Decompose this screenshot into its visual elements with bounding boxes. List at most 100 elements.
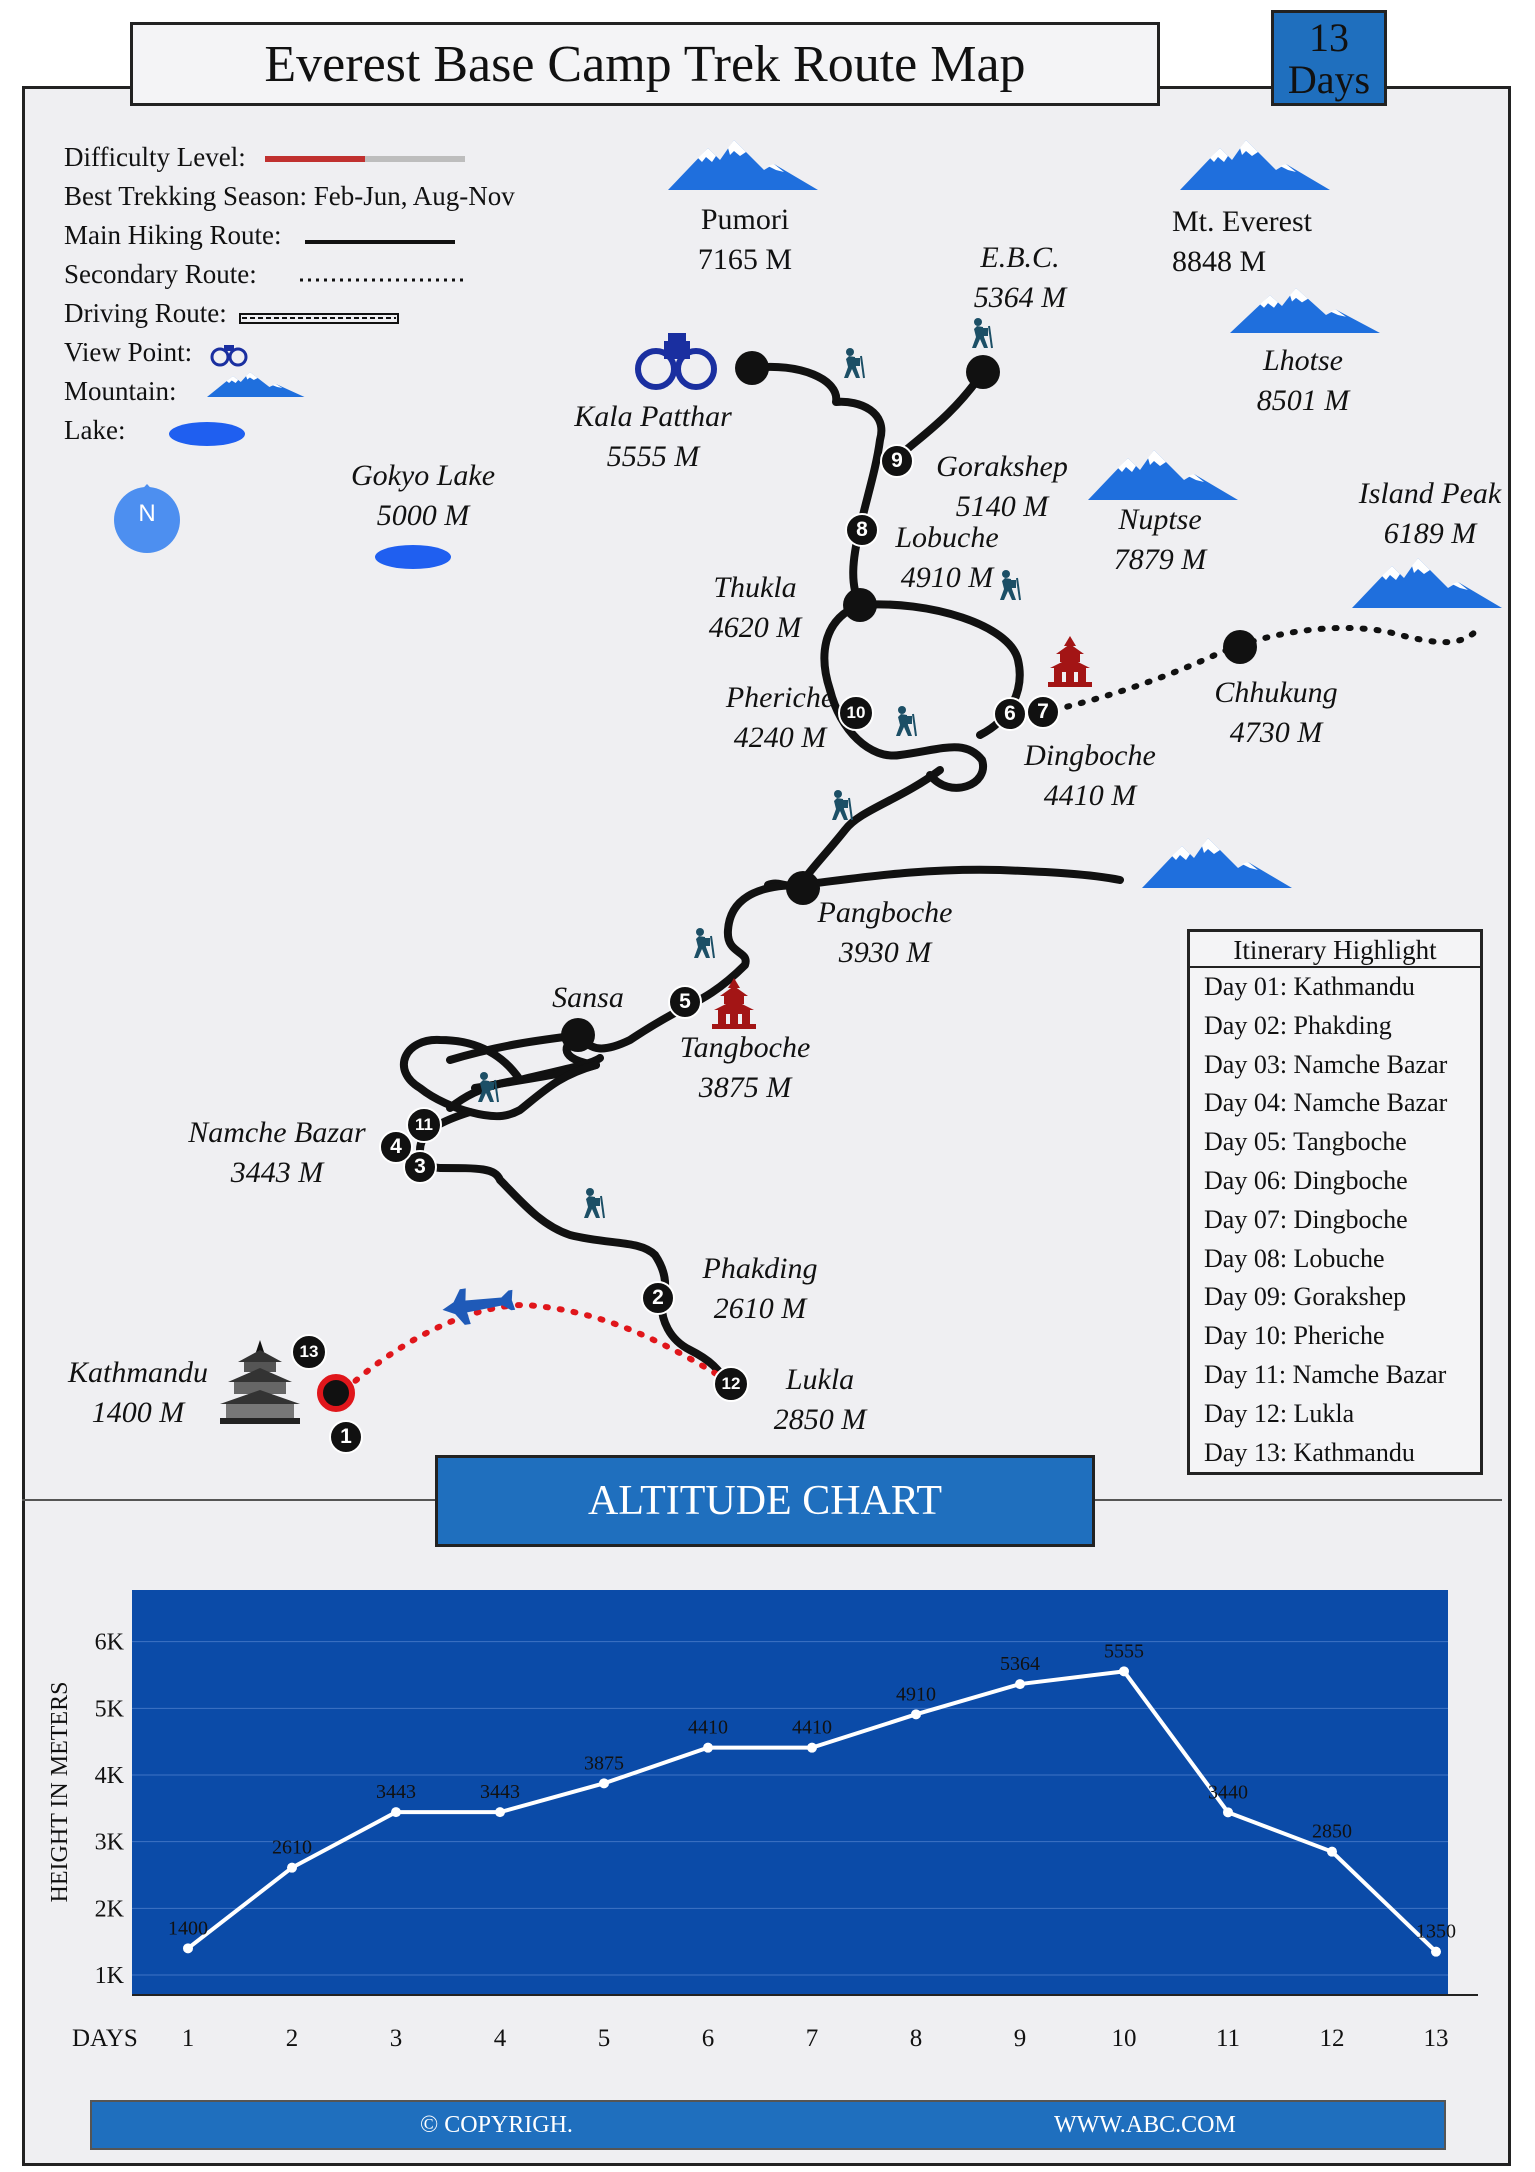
itinerary-item: Day 02: Phakding bbox=[1190, 1007, 1480, 1046]
altitude-data-label: 5364 bbox=[1000, 1653, 1040, 1675]
secondary-route-chhukung bbox=[1037, 625, 1478, 716]
itinerary-item: Day 01: Kathmandu bbox=[1190, 968, 1480, 1007]
chart-x-tick: 2 bbox=[286, 2025, 299, 2052]
altitude-point bbox=[287, 1862, 297, 1873]
altitude-data-label: 4410 bbox=[792, 1717, 832, 1739]
chart-x-tick: 4 bbox=[494, 2025, 507, 2052]
difficulty-bar bbox=[265, 156, 465, 162]
itinerary-place: Pheriche bbox=[1293, 1321, 1385, 1351]
legend-secondary-route: Secondary Route: bbox=[64, 259, 257, 289]
footer-bar: © COPYRIGH. WWW.ABC.COM bbox=[90, 2100, 1446, 2150]
itinerary-place: Dingboche bbox=[1293, 1204, 1408, 1234]
chart-x-tick: 13 bbox=[1424, 2025, 1449, 2052]
stop-marker-13: 13 bbox=[291, 1334, 327, 1370]
altitude-point bbox=[703, 1742, 713, 1753]
chart-y-tick: 2K bbox=[95, 1896, 125, 1922]
itinerary-item: Day 04: Namche Bazar bbox=[1190, 1084, 1480, 1123]
ebc-node bbox=[966, 355, 1000, 389]
altitude-data-label: 1400 bbox=[168, 1917, 208, 1939]
chart-x-tick: 9 bbox=[1014, 2025, 1027, 2052]
itinerary-item: Day 10: Pheriche bbox=[1190, 1317, 1480, 1356]
footer-website[interactable]: WWW.ABC.COM bbox=[1054, 2112, 1236, 2138]
chart-x-tick: 10 bbox=[1112, 2025, 1137, 2052]
legend-mountain: Mountain: bbox=[64, 376, 177, 406]
stop-marker-7: 7 bbox=[1026, 695, 1060, 729]
altitude-point bbox=[599, 1778, 609, 1789]
itinerary-item: Day 03: Namche Bazar bbox=[1190, 1046, 1480, 1085]
route-nodes bbox=[561, 351, 1257, 1052]
chart-x-axis-label: DAYS bbox=[72, 2025, 138, 2052]
itinerary-item: Day 11: Namche Bazar bbox=[1190, 1356, 1480, 1395]
chart-y-tick: 3K bbox=[95, 1830, 125, 1856]
stop-marker-8: 8 bbox=[845, 513, 879, 547]
compass-label: N bbox=[138, 500, 156, 527]
legend-difficulty: Difficulty Level: bbox=[64, 142, 246, 172]
chart-y-tick: 4K bbox=[95, 1763, 125, 1789]
chart-y-axis-label: HEIGHT IN METERS bbox=[47, 1682, 73, 1903]
itinerary-place: Namche Bazar bbox=[1293, 1088, 1448, 1118]
itinerary-day: Day 09: bbox=[1204, 1282, 1288, 1312]
chart-x-tick: 1 bbox=[182, 2025, 195, 2052]
binoculars-icon bbox=[210, 345, 248, 367]
stop-marker-4: 4 bbox=[379, 1130, 413, 1164]
itinerary-place: Kathmandu bbox=[1293, 972, 1415, 1001]
altitude-data-label: 3875 bbox=[584, 1752, 624, 1774]
page-title: Everest Base Camp Trek Route Map bbox=[130, 22, 1160, 106]
itinerary-item: Day 05: Tangboche bbox=[1190, 1123, 1480, 1162]
itinerary-day: Day 05: bbox=[1204, 1127, 1288, 1157]
stop-marker-2: 2 bbox=[641, 1281, 675, 1315]
legend-lake-icon bbox=[169, 422, 245, 446]
itinerary-item: Day 06: Dingboche bbox=[1190, 1162, 1480, 1201]
chart-x-tick: 5 bbox=[598, 2025, 611, 2052]
chart-plot-area bbox=[132, 1590, 1448, 1995]
legend-season: Best Trekking Season: Feb-Jun, Aug-Nov bbox=[64, 181, 515, 211]
itinerary-place: Lukla bbox=[1293, 1398, 1355, 1428]
itinerary-place: Phakding bbox=[1293, 1010, 1392, 1040]
altitude-point bbox=[1431, 1946, 1441, 1957]
airplane-icon bbox=[442, 1288, 516, 1325]
altitude-chart-banner: ALTITUDE CHART bbox=[435, 1455, 1095, 1547]
itinerary-day: Day 02: bbox=[1204, 1010, 1288, 1040]
kala-patthar-node bbox=[735, 351, 769, 385]
itinerary-place: Namche Bazar bbox=[1292, 1359, 1447, 1389]
itinerary-item: Day 13: Kathmandu bbox=[1190, 1434, 1480, 1473]
kathmandu-temple-icon bbox=[220, 1340, 300, 1424]
chhukung-node bbox=[1223, 630, 1257, 664]
altitude-data-label: 3440 bbox=[1208, 1781, 1248, 1803]
itinerary-day: Day 03: bbox=[1204, 1049, 1288, 1079]
stop-marker-6: 6 bbox=[993, 697, 1027, 731]
kala-patthar-viewpoint-icon bbox=[635, 333, 717, 390]
itinerary-day: Day 06: bbox=[1204, 1165, 1288, 1195]
itinerary-day: Day 10: bbox=[1204, 1321, 1288, 1351]
kathmandu-node bbox=[317, 1374, 355, 1412]
flight-route bbox=[342, 1301, 721, 1393]
altitude-data-label: 1350 bbox=[1416, 1921, 1456, 1943]
itinerary-item: Day 07: Dingboche bbox=[1190, 1201, 1480, 1240]
sansa-node bbox=[561, 1018, 595, 1052]
stop-marker-10: 10 bbox=[838, 695, 874, 731]
pangboche-node bbox=[786, 871, 820, 905]
itinerary-place: Lobuche bbox=[1293, 1243, 1385, 1273]
legend-view-point: View Point: bbox=[64, 337, 193, 367]
itinerary-title: Itinerary Highlight bbox=[1190, 932, 1480, 968]
chart-y-tick: 5K bbox=[95, 1696, 125, 1722]
footer-copyright: © COPYRIGH. bbox=[420, 2112, 573, 2138]
stop-marker-11: 11 bbox=[406, 1107, 442, 1143]
itinerary-day: Day 08: bbox=[1204, 1243, 1288, 1273]
altitude-point bbox=[1119, 1666, 1129, 1677]
altitude-data-label: 2610 bbox=[272, 1837, 312, 1859]
altitude-point bbox=[183, 1943, 193, 1954]
sansa-label: Sansa bbox=[552, 981, 624, 1014]
